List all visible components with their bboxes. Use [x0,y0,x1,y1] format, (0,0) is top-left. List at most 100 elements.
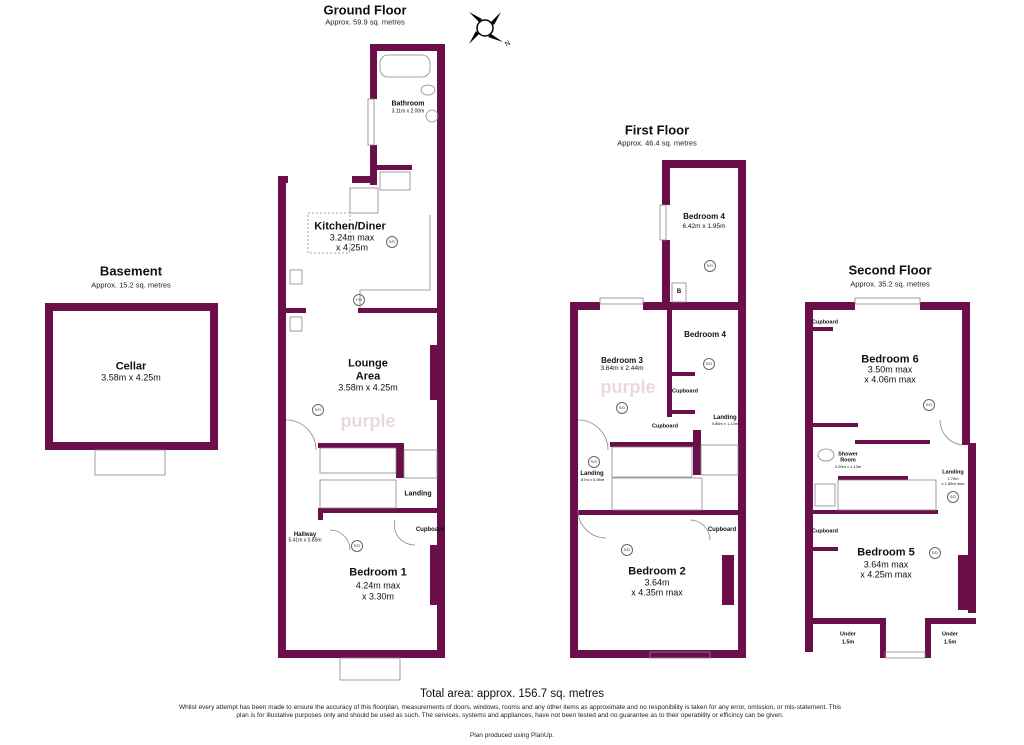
bedroom6-label: Bedroom 6 [861,353,919,366]
bedroom5-dims: x 4.25m max [860,569,912,580]
sink-icon [425,109,439,123]
boiler-icon [671,282,687,303]
plan-credit: Plan produced using PlanUp. [469,732,555,739]
basement-area: Approx. 15.2 sq. metres [91,280,171,290]
ground-floor-area: Approx. 59.9 sq. metres [325,17,405,27]
hallway-label: Hallway [293,532,317,538]
bedroom3-label: Bedroom 3 [601,356,643,365]
boiler-label: B [676,289,682,295]
first-floor-title: First Floor [624,122,690,138]
shower-tray-icon [814,483,836,507]
lounge-label: Lounge [348,357,388,370]
second-stairs-icon [837,479,937,511]
door-swing-icon [394,519,416,546]
landing-label: Landing [404,490,432,498]
bedroom6-dims: 3.50m max [867,364,913,375]
fire-blanket-icon: F/B [353,294,365,306]
bedroom3-dims: 3.64m x 2.44m [600,364,644,372]
watermark-logo: purple [600,377,656,397]
cupboard-icon [379,171,411,191]
window-icon [367,98,375,146]
landing-label: Landing [580,471,604,477]
bedroom5-label: Bedroom 5 [857,546,915,559]
cellar-walls [45,303,218,450]
table-icon [307,212,351,254]
cupboard-icon [289,269,303,285]
bedroom4-dims: 6.42m x 1.95m [682,222,726,230]
cupboard-label: Cupboard [672,388,698,395]
shower-room-label: Shower [838,451,858,458]
smoke-detector-icon: S/D [703,358,715,370]
landing-label: Landing [713,415,737,421]
fixtures [94,54,963,681]
window-icon [649,651,711,659]
bath-icon [379,54,431,78]
window-icon [599,297,644,305]
smoke-detector-icon: S/D [351,540,363,552]
disclaimer: Whilst every attempt has been made to en… [178,704,842,719]
window-icon [854,297,921,305]
door-swing-icon [689,519,711,541]
under-eaves-label: Under [840,631,856,638]
landing-dims: 0.86m x 1.13m [711,421,739,426]
cellar-dims: 3.58m x 4.25m [101,372,161,383]
bedroom4b-label: Bedroom 4 [684,330,726,339]
ground-floor-walls [278,44,445,658]
under-eaves-label: Under [942,631,958,638]
shower-room-dims: 2.00m x 1.13m [834,464,862,469]
landing-dims: x 1.88m max [941,481,965,486]
hallway-dims: 5.41m x 0.85m [288,537,322,544]
shower-room-label: Room [840,457,856,464]
lounge-dims: 3.58m x 4.25m [338,382,398,393]
door-swing-icon [577,509,607,539]
smoke-detector-icon: S/D [312,404,324,416]
cupboard-label: Cupboard [812,528,838,535]
cupboard-label: Cupboard [652,423,678,430]
bathroom-label: Bathroom [391,100,425,108]
landing-dims: .87m x 0.98m [579,477,605,482]
cellar-label: Cellar [115,360,147,373]
smoke-detector-icon: S/D [386,236,398,248]
ground-stairs-icon [319,447,438,509]
lounge-label: Area [355,370,381,383]
smoke-detector-icon: S/D [923,399,935,411]
kitchen-dims: x 4.25m [335,242,369,253]
bedroom1-label: Bedroom 1 [349,566,407,579]
basement-title: Basement [99,263,163,279]
cellar-stairs-icon [94,449,166,476]
first-floor-walls [570,160,746,658]
ground-floor-title: Ground Floor [323,2,407,18]
bedroom1-dims: 4.24m max [355,580,401,591]
first-floor-area: Approx. 46.4 sq. metres [617,138,697,148]
bedroom2-dims: 3.64m [644,577,670,588]
compass-rose-icon [469,12,503,44]
under-eaves-dims: 1.5m [943,639,957,646]
smoke-detector-icon: S/D [929,547,941,559]
first-stairs-icon [611,444,739,511]
kitchen-label: Kitchen/Diner [314,220,386,233]
total-area: Total area: approx. 156.7 sq. metres [419,688,605,700]
bedroom2-label: Bedroom 2 [628,565,686,578]
watermark-logo: purple [340,411,396,431]
window-icon [884,651,926,659]
landing-label: Landing [942,469,964,476]
bedroom5-dims: 3.64m max [863,559,909,570]
bedroom6-dims: x 4.06m max [864,374,916,385]
door-swing-icon [939,419,963,446]
cupboard-label: Cupboard [707,527,737,533]
smoke-detector-icon: S/D [621,544,633,556]
smoke-detector-icon: S/D [588,456,600,468]
window-icon [659,204,667,241]
under-eaves-dims: 1.5m [841,639,855,646]
bedroom4-label: Bedroom 4 [683,212,725,221]
smoke-detector-icon: S/D [616,402,628,414]
door-swing-icon [577,419,609,451]
kitchen-sink-icon [349,187,379,214]
landing-dims: 1.70m [947,476,959,481]
second-floor-walls [805,302,976,658]
cupboard-label: Cupboard [415,527,445,533]
cupboard-icon [289,316,303,332]
second-floor-title: Second Floor [848,262,932,278]
